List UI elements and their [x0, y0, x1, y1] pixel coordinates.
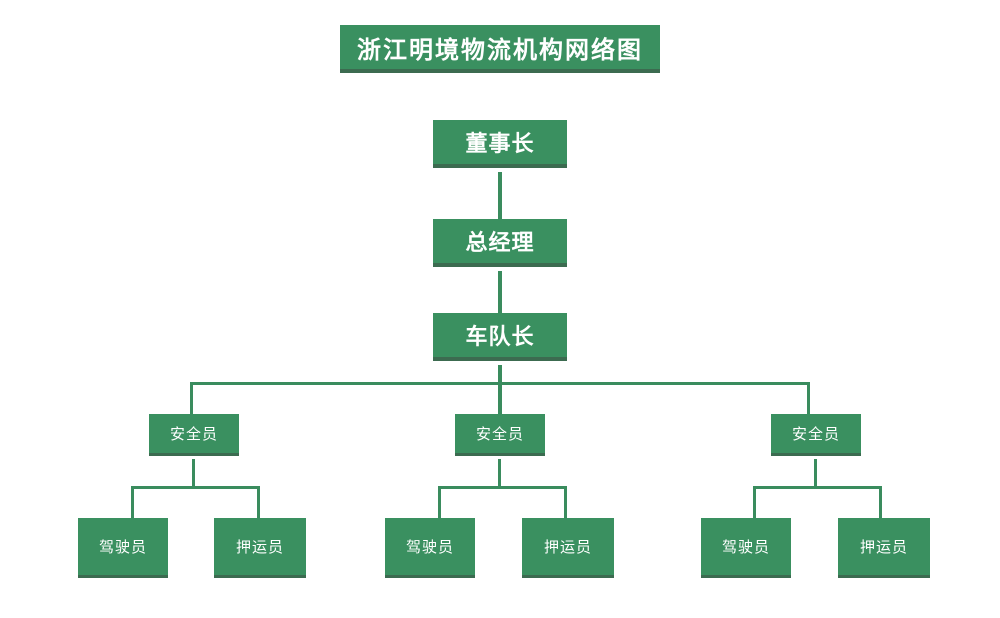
node-driver-2[interactable]: 驾驶员 [385, 518, 475, 578]
edge-chairman-to-general-manager [498, 172, 502, 219]
edge-bus-to-driver-2 [438, 486, 441, 519]
edge-bus-to-escort-3 [879, 486, 882, 519]
edge-bus-to-safety-officer-3 [807, 382, 810, 414]
edge-bus-to-driver-1 [131, 486, 134, 519]
edge-bus-to-driver-3 [753, 486, 756, 519]
edge-bus-to-safety-officer-1 [190, 382, 193, 414]
chart-title-box: 浙江明境物流机构网络图 [340, 25, 660, 73]
edge-fleet-captain-trunk [498, 365, 502, 382]
edge-safety-officer-3-trunk [814, 459, 817, 487]
node-general-manager[interactable]: 总经理 [433, 219, 567, 267]
node-escort-1[interactable]: 押运员 [214, 518, 306, 578]
edge-bus-to-escort-1 [257, 486, 260, 519]
node-driver-3[interactable]: 驾驶员 [701, 518, 791, 578]
edge-safety-officer-3-bus [753, 486, 882, 489]
edge-safety-officer-1-trunk [192, 459, 195, 487]
node-chairman[interactable]: 董事长 [433, 120, 567, 168]
node-safety-officer-1[interactable]: 安全员 [149, 414, 239, 456]
node-safety-officer-3[interactable]: 安全员 [771, 414, 861, 456]
edge-general-manager-to-fleet-captain [498, 271, 502, 313]
node-fleet-captain[interactable]: 车队长 [433, 313, 567, 361]
node-escort-2[interactable]: 押运员 [522, 518, 614, 578]
node-safety-officer-2[interactable]: 安全员 [455, 414, 545, 456]
node-driver-1[interactable]: 驾驶员 [78, 518, 168, 578]
edge-bus-to-escort-2 [564, 486, 567, 519]
edge-bus-to-safety-officer-2 [498, 382, 502, 414]
node-escort-3[interactable]: 押运员 [838, 518, 930, 578]
edge-safety-officer-1-bus [131, 486, 260, 489]
edge-safety-officer-2-bus [438, 486, 567, 489]
edge-safety-officer-2-trunk [498, 459, 501, 487]
